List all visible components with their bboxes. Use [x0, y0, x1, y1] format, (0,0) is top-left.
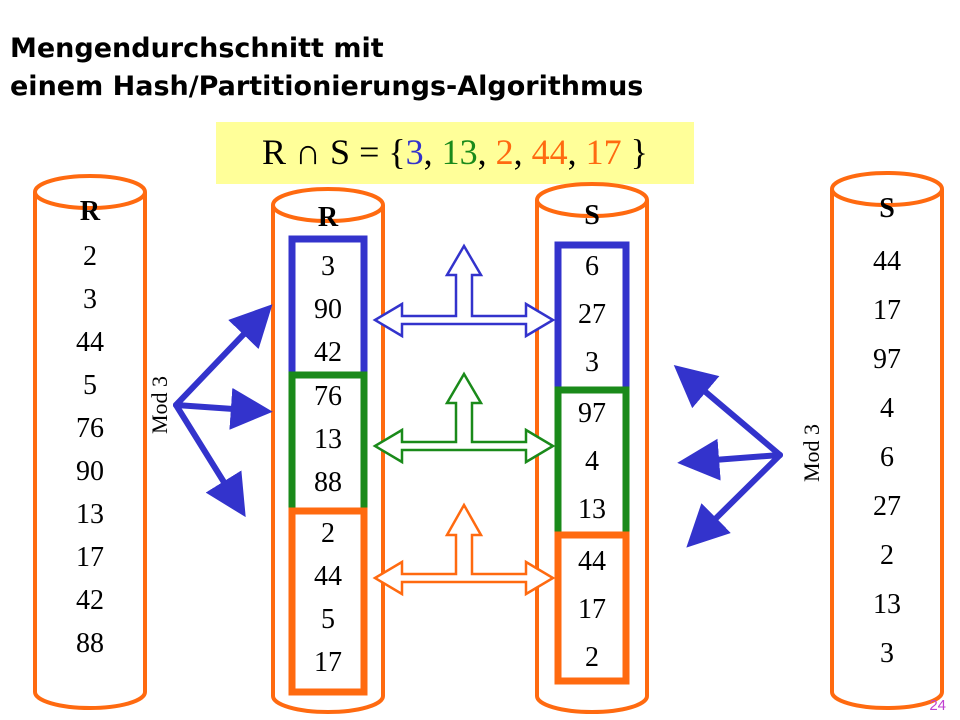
value: 76 — [314, 381, 342, 412]
cylinder-partitioned-S — [535, 182, 649, 714]
cylinder-body — [830, 189, 944, 710]
formula-value-3: 3 — [405, 132, 424, 172]
value: 44 — [76, 327, 104, 358]
join-arrow-blue-icon — [372, 243, 556, 339]
partition-S-blue-values: 6 27 3 — [558, 243, 626, 387]
value: 42 — [76, 585, 104, 616]
value: 88 — [314, 467, 342, 498]
hash-arrows-right — [673, 365, 783, 548]
join-arrow-green-icon — [372, 371, 556, 465]
right-S-label: S — [879, 193, 895, 224]
value: 97 — [578, 398, 606, 429]
formula-value-17: 17 — [585, 132, 622, 172]
formula-value-13: 13 — [441, 132, 478, 172]
arrow-icon — [686, 452, 783, 548]
value: 6 — [880, 442, 894, 473]
cylinder-body — [271, 205, 385, 714]
partition-S-orange-values: 44 17 2 — [558, 538, 626, 682]
value: 2 — [880, 540, 894, 571]
value: 44 — [314, 561, 342, 592]
arrow-icon — [673, 365, 783, 458]
mod-label-right: Mod 3 — [799, 423, 824, 483]
formula-separator: , — [423, 132, 442, 172]
formula-box: R ∩ S = {3, 13, 2, 44, 17 } — [216, 122, 694, 184]
cylinder-partitioned-R — [271, 187, 385, 714]
partition-R-green-values: 76 13 88 — [292, 375, 364, 504]
arrow-icon — [173, 402, 246, 518]
partition-R-blue-values: 3 90 42 — [292, 245, 364, 374]
partition-S-green-values: 97 4 13 — [558, 390, 626, 534]
partition-R-orange — [288, 507, 368, 696]
value: 13 — [76, 499, 104, 530]
value: 97 — [873, 344, 901, 375]
mod-label-left: Mod 3 — [147, 375, 172, 435]
right-S-values: 44 17 97 4 6 27 2 13 3 — [832, 237, 942, 678]
cylinder-top — [535, 182, 649, 218]
formula-value-44: 44 — [531, 132, 568, 172]
value: 42 — [314, 337, 342, 368]
value: 13 — [873, 589, 901, 620]
value: 44 — [873, 246, 901, 277]
formula-separator: , — [567, 132, 586, 172]
value: 5 — [83, 370, 97, 401]
value: 44 — [578, 546, 606, 577]
formula-separator: , — [513, 132, 532, 172]
value: 3 — [880, 638, 894, 669]
partition-R-label: R — [317, 202, 339, 233]
cylinder-body — [33, 192, 147, 710]
partition-S-label: S — [584, 200, 600, 231]
formula-rhs: } — [621, 132, 648, 172]
value: 13 — [314, 424, 342, 455]
left-R-values: 2 3 44 5 76 90 13 17 42 88 — [35, 235, 145, 665]
join-arrow-orange-icon — [372, 502, 556, 597]
value: 27 — [873, 491, 901, 522]
partition-R-orange-values: 2 44 5 17 — [292, 512, 364, 684]
value: 4 — [585, 446, 599, 477]
intersection-formula: R ∩ S = {3, 13, 2, 44, 17 } — [216, 132, 694, 172]
value: 17 — [873, 295, 901, 326]
value: 17 — [76, 542, 104, 573]
slide-title: Mengendurchschnitt mit einem Hash/Partit… — [10, 30, 643, 106]
value: 90 — [76, 456, 104, 487]
value: 27 — [578, 299, 606, 330]
page-number: 24 — [929, 697, 946, 714]
hash-arrows-left — [173, 304, 273, 518]
value: 17 — [578, 594, 606, 625]
value: 3 — [83, 284, 97, 315]
value: 17 — [314, 647, 342, 678]
cylinder-left-R — [33, 174, 147, 710]
partition-S-orange — [554, 531, 630, 685]
value: 4 — [880, 393, 894, 424]
value: 2 — [83, 241, 97, 272]
title-line-2: einem Hash/Partitionierungs-Algorithmus — [10, 71, 644, 102]
formula-separator: , — [477, 132, 496, 172]
value: 90 — [314, 294, 342, 325]
arrow-icon — [173, 304, 273, 408]
cylinder-body — [535, 200, 649, 714]
title-line-1: Mengendurchschnitt mit — [10, 33, 384, 64]
cylinder-top — [830, 171, 944, 207]
value: 6 — [585, 251, 599, 282]
value: 13 — [578, 494, 606, 525]
value: 3 — [321, 251, 335, 282]
value: 3 — [585, 347, 599, 378]
value: 5 — [321, 604, 335, 635]
arrow-icon — [677, 438, 783, 481]
value: 76 — [76, 413, 104, 444]
value: 2 — [321, 518, 335, 549]
value: 88 — [76, 628, 104, 659]
formula-value-2: 2 — [495, 132, 514, 172]
cylinder-top — [33, 174, 147, 210]
arrow-icon — [173, 387, 273, 430]
formula-lhs: R ∩ S = { — [262, 132, 406, 172]
cylinder-top — [271, 187, 385, 223]
left-R-label: R — [79, 196, 101, 227]
cylinder-right-S — [830, 171, 944, 710]
value: 2 — [585, 642, 599, 673]
